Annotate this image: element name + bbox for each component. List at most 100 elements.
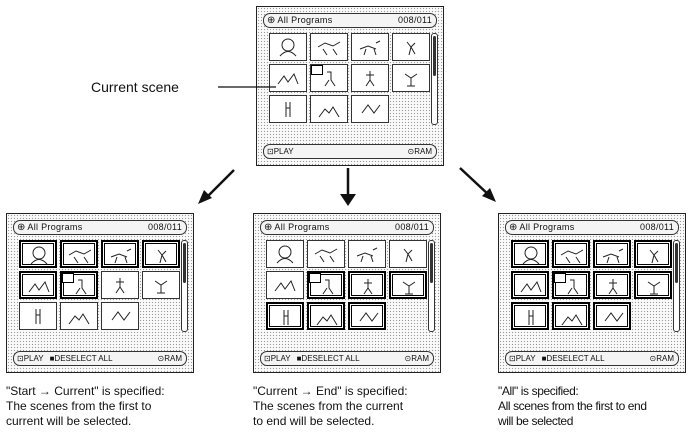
thumbnail[interactable] (19, 240, 57, 268)
scrollbar[interactable] (428, 240, 435, 332)
thumbnail[interactable] (634, 271, 672, 299)
ram-icon: ⊙ (407, 147, 415, 156)
current-scene-callout: Current scene (91, 79, 179, 95)
ram-label: RAM (411, 354, 429, 363)
scrollbar-thumb[interactable] (430, 243, 433, 283)
play-label: PLAY (273, 147, 294, 156)
deselect-icon: ■ (49, 354, 55, 363)
thumbnail[interactable] (634, 240, 672, 268)
screen-header: ⊕All Programs 008/011 (13, 220, 187, 235)
play-label: PLAY (515, 354, 536, 363)
ram-label: RAM (164, 354, 182, 363)
play-icon: ⊡ (509, 354, 516, 363)
thumbnail-screen-1: ⊕All Programs 008/011 ⊡PLAY ■DESELECT ALL ⊙R… (6, 213, 194, 373)
scrollbar-thumb[interactable] (433, 36, 436, 76)
thumbnail[interactable] (593, 240, 631, 268)
thumbnail[interactable] (60, 302, 98, 330)
caption-all: "All" is specified: All scenes from the … (498, 384, 647, 428)
thumbnail-current-scene[interactable] (60, 271, 98, 299)
ram-label: RAM (414, 147, 432, 156)
thumbnail[interactable] (101, 271, 139, 299)
thumbnail[interactable] (142, 240, 180, 268)
thumbnail[interactable] (19, 302, 57, 330)
ram-icon: ⊙ (157, 354, 165, 363)
thumbnail-empty (634, 302, 672, 330)
scene-counter: 008/011 (395, 222, 429, 232)
deselect-icon: ■ (296, 354, 302, 363)
thumbnail-screen-top: ⊕ All Programs 008/011 ⊡ PLAY ⊙ RAM (256, 6, 444, 166)
scrollbar[interactable] (181, 240, 188, 332)
screen-title: All Programs (277, 15, 333, 25)
thumbnail[interactable] (101, 302, 139, 330)
thumbnail[interactable] (269, 33, 307, 61)
play-label: PLAY (23, 354, 44, 363)
screen-footer: ⊡ PLAY ⊙ RAM (263, 144, 437, 159)
thumbnail[interactable] (593, 271, 631, 299)
scene-counter: 008/011 (398, 15, 432, 25)
thumbnail[interactable] (593, 302, 631, 330)
thumbnail[interactable] (351, 33, 389, 61)
deselect-all-label: DESELECT ALL (54, 354, 113, 363)
play-label: PLAY (270, 354, 291, 363)
thumbnail[interactable] (269, 95, 307, 123)
screen-title: All Programs (519, 222, 575, 232)
screen-footer: ⊡PLAY■DESELECT ALL⊙RAM (260, 351, 434, 366)
thumbnail-current-scene[interactable] (310, 64, 348, 92)
disc-icon: ⊕ (17, 222, 26, 233)
thumbnail[interactable] (392, 64, 430, 92)
thumbnail[interactable] (266, 271, 304, 299)
thumbnail[interactable] (310, 33, 348, 61)
scrollbar[interactable] (431, 33, 438, 125)
thumbnail[interactable] (307, 240, 345, 268)
scrollbar[interactable] (673, 240, 680, 332)
scrollbar-thumb[interactable] (183, 243, 186, 283)
thumbnail-grid (269, 33, 430, 123)
thumbnail[interactable] (511, 240, 549, 268)
thumbnail[interactable] (101, 240, 139, 268)
ram-icon: ⊙ (404, 354, 412, 363)
thumbnail[interactable] (310, 95, 348, 123)
ram-label: RAM (656, 354, 674, 363)
thumbnail-current-scene[interactable] (307, 271, 345, 299)
thumbnail[interactable] (552, 302, 590, 330)
thumbnail[interactable] (552, 240, 590, 268)
scene-counter: 008/011 (640, 222, 674, 232)
scene-counter: 008/011 (148, 222, 182, 232)
thumbnail-empty (142, 302, 180, 330)
scrollbar-thumb[interactable] (675, 243, 678, 283)
thumbnail[interactable] (389, 240, 427, 268)
thumbnail[interactable] (266, 302, 304, 330)
thumbnail[interactable] (307, 302, 345, 330)
thumbnail-empty (389, 302, 427, 330)
thumbnail[interactable] (348, 271, 386, 299)
thumbnail[interactable] (511, 302, 549, 330)
thumbnail[interactable] (351, 64, 389, 92)
thumbnail[interactable] (348, 240, 386, 268)
thumbnail[interactable] (511, 271, 549, 299)
thumbnail[interactable] (266, 240, 304, 268)
arrow-down-right (459, 167, 496, 202)
disc-icon: ⊕ (264, 222, 273, 233)
thumbnail[interactable] (142, 271, 180, 299)
thumbnail[interactable] (348, 302, 386, 330)
thumbnail-grid (266, 240, 427, 330)
thumbnail-empty (392, 95, 430, 123)
thumbnail[interactable] (389, 271, 427, 299)
callout-leader-line (218, 86, 276, 88)
thumbnail-current-scene[interactable] (552, 271, 590, 299)
deselect-all-label: DESELECT ALL (546, 354, 605, 363)
play-icon: ⊡ (17, 354, 24, 363)
thumbnail[interactable] (351, 95, 389, 123)
arrow-down (340, 168, 356, 206)
screen-title: All Programs (27, 222, 83, 232)
thumbnail[interactable] (60, 240, 98, 268)
thumbnail[interactable] (19, 271, 57, 299)
thumbnail-grid (511, 240, 672, 330)
thumbnail[interactable] (392, 33, 430, 61)
play-icon: ⊡ (267, 147, 274, 156)
screen-header: ⊕All Programs 008/011 (260, 220, 434, 235)
screen-title: All Programs (274, 222, 330, 232)
screen-footer: ⊡PLAY ■DESELECT ALL ⊙RAM (13, 351, 187, 366)
